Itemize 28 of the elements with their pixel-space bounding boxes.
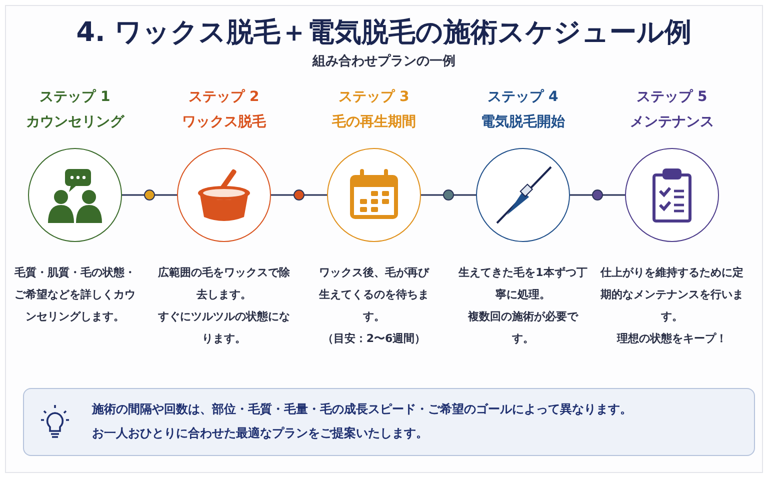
- step-description: 理想の状態をキープ！: [616, 331, 728, 347]
- connector-line: [421, 190, 476, 200]
- step-number: ステップ 4: [486, 88, 560, 106]
- connector-line: [122, 190, 177, 200]
- note-text: 施術の間隔や回数は、部位・毛質・毛量・毛の成長スピード・ご希望のゴールによって異なります。: [92, 401, 632, 418]
- connector-line: [271, 190, 327, 200]
- title: 4. ワックス脱毛＋電気脱毛の施術スケジュール例: [75, 16, 693, 50]
- step-number: ステップ 5: [636, 88, 708, 106]
- step-title: 電気脱毛開始: [480, 113, 566, 131]
- note-text: お一人おひとりに合わせた最適なプランをご提案いたします。: [92, 425, 428, 442]
- step-title: カウンセリング: [25, 113, 126, 131]
- step-description: ワックス後、毛が再び生えてくるのを待ちます。: [318, 265, 430, 325]
- step-title: メンテナンス: [629, 113, 715, 131]
- connector-line: [570, 190, 625, 200]
- step-number: ステップ 3: [338, 88, 410, 106]
- step-number: ステップ 2: [188, 88, 260, 106]
- step-description: 生えてきた毛を1本ずつ丁寧に処理。: [458, 265, 588, 303]
- step-description: 仕上がりを維持するために定期的なメンテナンスを行います。: [599, 265, 744, 325]
- step-description: 毛質・肌質・毛の状態・ご希望などを詳しくカウンセリングします。: [14, 265, 136, 325]
- step-description: 複数回の施術が必要です。: [466, 309, 580, 347]
- step-description: すぐにツルツルの状態になります。: [157, 309, 291, 347]
- step-description: （目安：2〜6週間）: [321, 331, 427, 347]
- step-description: 広範囲の毛をワックスで除去します。: [157, 265, 291, 303]
- subtitle: 組み合わせプランの一例: [311, 52, 456, 70]
- note-box: [23, 388, 755, 456]
- step-number: ステップ 1: [38, 88, 112, 106]
- step-title: 毛の再生期間: [331, 113, 417, 131]
- step-title: ワックス脱毛: [181, 113, 267, 131]
